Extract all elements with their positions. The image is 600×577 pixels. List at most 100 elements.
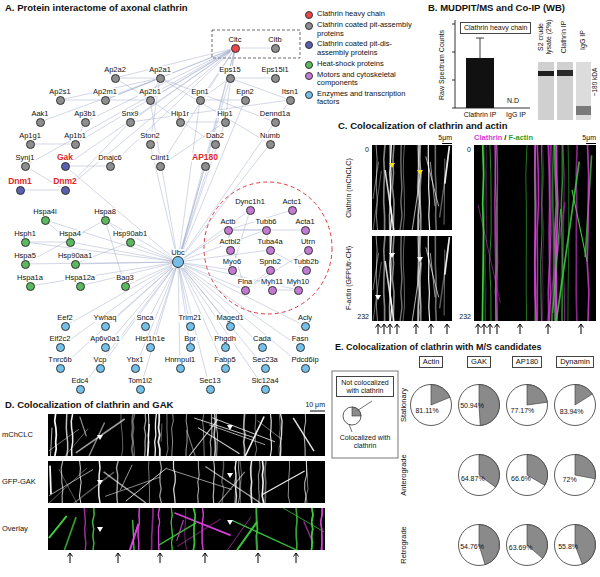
kymograph-streak: [158, 508, 160, 550]
gene-label: Trim21: [177, 314, 202, 322]
network-edge: [184, 268, 258, 343]
arrow-marks: [68, 324, 584, 563]
kymograph-streak: [138, 508, 139, 550]
edge-line: [181, 105, 244, 257]
network-node: Tubb6: [262, 226, 271, 235]
kymograph-streak: [133, 520, 134, 550]
network-node: Hist1h1e: [146, 343, 155, 352]
legend-text: Clathrin coated pit-dis-assembly protein…: [317, 40, 423, 57]
legend-row: Heat-shock proteins: [305, 60, 423, 69]
network-edge: [45, 80, 156, 121]
network-node: Hnrnpul1: [176, 364, 185, 373]
network-node: Phgdh: [221, 343, 230, 352]
network-edge: [110, 50, 231, 98]
blot-lane: [576, 62, 591, 120]
pie-chart: 55.8%: [554, 524, 596, 566]
gene-label: Bpr: [183, 335, 197, 343]
network-node: Ap1g1: [26, 140, 35, 149]
network-node: Hsp90aa1: [71, 260, 80, 269]
kymograph-streak: [121, 414, 123, 456]
kymograph-streak: [419, 236, 421, 321]
text-label: F-actin (GFPUtr-CH): [345, 246, 353, 310]
network-node: Dnm2: [61, 186, 70, 195]
kymograph-streak: [166, 414, 168, 456]
gene-label: Hspa4: [58, 230, 82, 238]
network-node: Flna: [241, 286, 250, 295]
pie-chart: 81.11%: [410, 384, 452, 426]
edge-line: [151, 149, 177, 257]
percent-value: 66.6%: [511, 475, 531, 482]
gene-label: Ston2: [139, 132, 161, 140]
kymograph-streak: [494, 145, 496, 321]
kymograph-streak: [392, 145, 394, 230]
gene-label: Tubb6: [255, 218, 278, 226]
pie-wedge: [575, 455, 596, 479]
gene-label: Hist1h1e: [134, 335, 166, 343]
kymograph-streak: [193, 508, 195, 550]
y-axis: [455, 20, 456, 108]
kymograph-streak: [51, 428, 53, 456]
gene-label: Ybx1: [125, 356, 144, 364]
network-node: Ap6v0a1: [101, 343, 110, 352]
gene-label: Ap1g1: [18, 132, 42, 140]
box-text: Actin: [423, 357, 440, 366]
text-label: 5μm: [582, 134, 596, 142]
legend-pie-wedge: [352, 407, 361, 416]
kymograph-streak: [152, 508, 154, 550]
text-label: 0: [365, 146, 369, 154]
text-label: ~180 kDA: [591, 68, 598, 97]
edge-line: [180, 83, 229, 257]
legend-swatch: [305, 22, 313, 30]
legend-row: Motors and cytoskeletal components: [305, 71, 423, 88]
network-edge: [70, 52, 231, 186]
network-edge: [25, 190, 61, 191]
network-node: Dnajc6: [106, 162, 115, 171]
edge-line: [70, 51, 231, 163]
network-edge: [184, 213, 246, 257]
legend-swatch: [305, 61, 313, 69]
arrow-mark: [476, 324, 481, 334]
box-text: Clathrin heavy chain: [464, 24, 527, 31]
gene-label: Phgdh: [213, 335, 237, 343]
network-node: Tuba4a: [266, 246, 275, 255]
blot-lane: [557, 62, 573, 120]
network-edge: [35, 144, 71, 145]
network-node: Ap2b1: [146, 96, 155, 105]
network-node: Hspa5: [21, 260, 30, 269]
edge-line: [110, 223, 173, 259]
network-node: Myh10: [294, 286, 303, 295]
edge-line: [30, 243, 173, 262]
network-edge: [205, 100, 241, 101]
gene-label: Dync1h1: [234, 198, 266, 206]
kymograph-streak: [186, 414, 187, 456]
kymograph-streak: [212, 418, 275, 442]
edge-line: [141, 268, 176, 385]
network-edge: [35, 263, 173, 285]
kymograph-streak: [198, 461, 200, 503]
kymograph: [474, 145, 596, 321]
column-header: Actin: [419, 356, 444, 368]
percent-value: 64.87%: [461, 475, 485, 482]
kymograph-streak: [485, 145, 487, 321]
network-edge: [235, 80, 286, 99]
legend: Clathrin heavy chainClathrin coated pit-…: [305, 10, 423, 107]
gene-label: Hspa4l: [32, 208, 57, 216]
gene-label: Dnajc6: [97, 154, 122, 162]
edge-line: [180, 149, 214, 257]
text-label: Raw Spectrum Counts: [438, 30, 446, 100]
pie-graphic: [554, 384, 596, 426]
arrow-mark: [116, 553, 121, 563]
pie-circle: [555, 385, 596, 426]
network-node: Acta1: [301, 226, 310, 235]
kymograph-streak: [93, 508, 95, 550]
legend-text: Motors and cytoskeletal components: [317, 71, 423, 88]
gene-label: Eif2c2: [49, 335, 72, 343]
edge-line: [184, 265, 241, 289]
edge-line: [30, 262, 173, 264]
edge-line: [110, 50, 231, 98]
kymograph-streak: [552, 145, 554, 321]
gene-label: Actbl2: [219, 238, 242, 246]
kymograph-streak: [232, 521, 296, 551]
text-label: Overlay: [2, 525, 28, 533]
gene-label: Vcp: [93, 356, 108, 364]
